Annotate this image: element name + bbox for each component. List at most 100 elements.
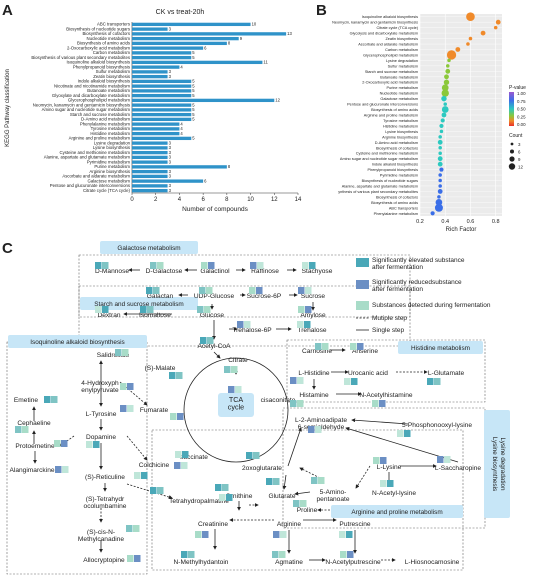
chart-b-category-label: Citrate cycle (TCA cycle) xyxy=(376,26,418,30)
abundance-cell xyxy=(115,349,122,356)
chart-b-category-label: Purine metabolism xyxy=(387,86,418,90)
chart-a-value-label: 10 xyxy=(252,22,257,27)
chart-b-category-label: Alanine, aspartate and glutamate metabol… xyxy=(342,184,418,188)
abundance-cell xyxy=(86,441,93,448)
chart-a-bar xyxy=(132,74,168,79)
chart-b-x-tick-label: 0.6 xyxy=(467,219,475,225)
chart-b-count-legend-label: 3 xyxy=(518,142,521,147)
chart-a-bar xyxy=(132,41,227,46)
abundance-cell xyxy=(237,321,244,328)
label-galactose-metabolism-background xyxy=(100,241,198,254)
chart-a-value-label: 3 xyxy=(169,159,172,164)
abundance-cell xyxy=(228,386,235,393)
chart-a-bar xyxy=(132,65,180,69)
abundance-cell xyxy=(290,377,297,384)
metabolite-salidroside: Salidroside xyxy=(97,352,130,359)
metabolite-agmatine: Agmatine xyxy=(275,559,303,566)
chart-a-bar xyxy=(132,169,168,174)
metabolite-histamine: Histamine xyxy=(299,392,329,399)
abundance-cell xyxy=(150,487,157,494)
chart-a-category-label: Arginine and proline metabolism xyxy=(69,136,131,141)
pathway-arrow xyxy=(287,427,302,467)
abundance-cell xyxy=(311,477,318,484)
chart-b-count-legend-dot xyxy=(508,163,516,170)
metabolite-sucrose6p: Sucrose-6P xyxy=(247,293,282,300)
label-histidine-metabolism: Histidine metabolism xyxy=(411,345,470,352)
abundance-cell xyxy=(253,452,260,459)
chart-b-bubble xyxy=(437,139,443,145)
abundance-cell xyxy=(157,262,164,269)
chart-a-value-label: 5 xyxy=(192,79,195,84)
abundance-cell xyxy=(55,466,62,473)
abundance-cell xyxy=(62,466,69,473)
chart-a-value-label: 5 xyxy=(192,117,195,122)
chart-b-pvalue-tick-label: 1.00 xyxy=(517,91,526,96)
metabolite-amylose: Amylose xyxy=(300,312,326,319)
abundance-cell xyxy=(344,378,351,385)
chart-b-category-label: Lysine biosynthesis xyxy=(385,130,418,134)
tca-cycle-circle xyxy=(183,357,289,463)
abundance-cell xyxy=(293,500,300,507)
chart-a-value-label: 3 xyxy=(169,26,172,31)
chart-b-category-label: Isoquinoline alkaloid biosynthesis xyxy=(362,15,418,19)
metabolite-fumarate: Fumarate xyxy=(140,407,169,414)
chart-a-category-label: Glycerophospholipid metabolism xyxy=(68,98,131,103)
metabolite-oxoglutarate: 2oxoglutarate xyxy=(242,465,282,472)
chart-a-value-label: 8 xyxy=(228,41,231,46)
chart-a-category-label: Alanine, aspartate and glutamate metabol… xyxy=(44,155,131,160)
chart-b-bubble xyxy=(445,64,450,68)
abundance-cell xyxy=(201,262,208,269)
chart-a-category-label: Zeatin biosynthesis xyxy=(93,74,130,79)
chart-a-x-tick-label: 6 xyxy=(201,197,205,203)
metabolite-nacetylputrescine: N-Acetylputrescine xyxy=(325,559,381,566)
chart-b-category-label: ynthesis of various plant secondary meta… xyxy=(338,190,418,194)
abundance-cell xyxy=(346,531,353,538)
chart-a-value-label: 8 xyxy=(228,164,231,169)
panel-label-b: B xyxy=(316,2,327,19)
label-arginine-proline-metabolism-background xyxy=(331,505,463,518)
abundance-cell xyxy=(127,405,134,412)
abundance-cell xyxy=(44,396,51,403)
abundance-cell xyxy=(257,262,264,269)
chart-a-bar xyxy=(132,103,192,107)
chart-b-bubble xyxy=(439,129,444,134)
chart-a-bar xyxy=(132,146,168,150)
chart-a-bar xyxy=(132,160,168,164)
chart-b-pvalue-tick-label: 0.75 xyxy=(517,99,526,104)
abundance-cell xyxy=(379,400,386,407)
metabolite-dopamine: Dopamine xyxy=(86,434,116,441)
abundance-cell xyxy=(195,531,202,538)
chart-b-bubble xyxy=(443,79,450,85)
abundance-cell xyxy=(222,484,229,491)
abundance-cell xyxy=(273,531,280,538)
chart-a-bar xyxy=(132,55,192,60)
chart-b-bubble xyxy=(438,178,442,183)
metabolite-allocryptopine: Allocryptopine xyxy=(83,557,125,564)
label-lysine-biosynthesis: Lysine biosynthesis xyxy=(491,437,498,491)
chart-a-value-label: 4 xyxy=(180,121,183,126)
legend-detected-label: Substances detected during fermentation xyxy=(372,302,491,309)
chart-a-category-label: Butanoate metabolism xyxy=(87,88,130,93)
chart-a-value-label: 3 xyxy=(169,169,172,174)
chart-a-bar xyxy=(132,174,168,179)
metabolite-nacetyllysine: N-Acetyl-lysine xyxy=(372,490,416,497)
abundance-cell xyxy=(134,472,141,479)
abundance-cell xyxy=(15,426,22,433)
metabolite-proline: Proline xyxy=(297,507,318,514)
chart-a-category-label: Lysine degradation xyxy=(94,140,131,145)
chart-b-bubble xyxy=(438,151,442,155)
chart-b-count-legend-label: 9 xyxy=(518,157,521,162)
abundance-cell xyxy=(93,441,100,448)
chart-a-bar xyxy=(132,188,168,193)
metabolite-succinate: succinate xyxy=(180,454,208,461)
chart-b-x-tick-label: 0.2 xyxy=(416,219,424,225)
chart-a-category-label: Purine metabolism xyxy=(94,164,130,169)
chart-b-bubble xyxy=(455,47,461,52)
abundance-cell xyxy=(188,551,195,558)
abundance-cell xyxy=(357,343,364,350)
chart-a-bar xyxy=(132,46,204,50)
metabolite-reticuline: (S)-Reticuline xyxy=(85,474,125,481)
metabolite-creatinine: Creatinine xyxy=(198,521,228,528)
chart-a-value-label: 9 xyxy=(240,36,243,41)
